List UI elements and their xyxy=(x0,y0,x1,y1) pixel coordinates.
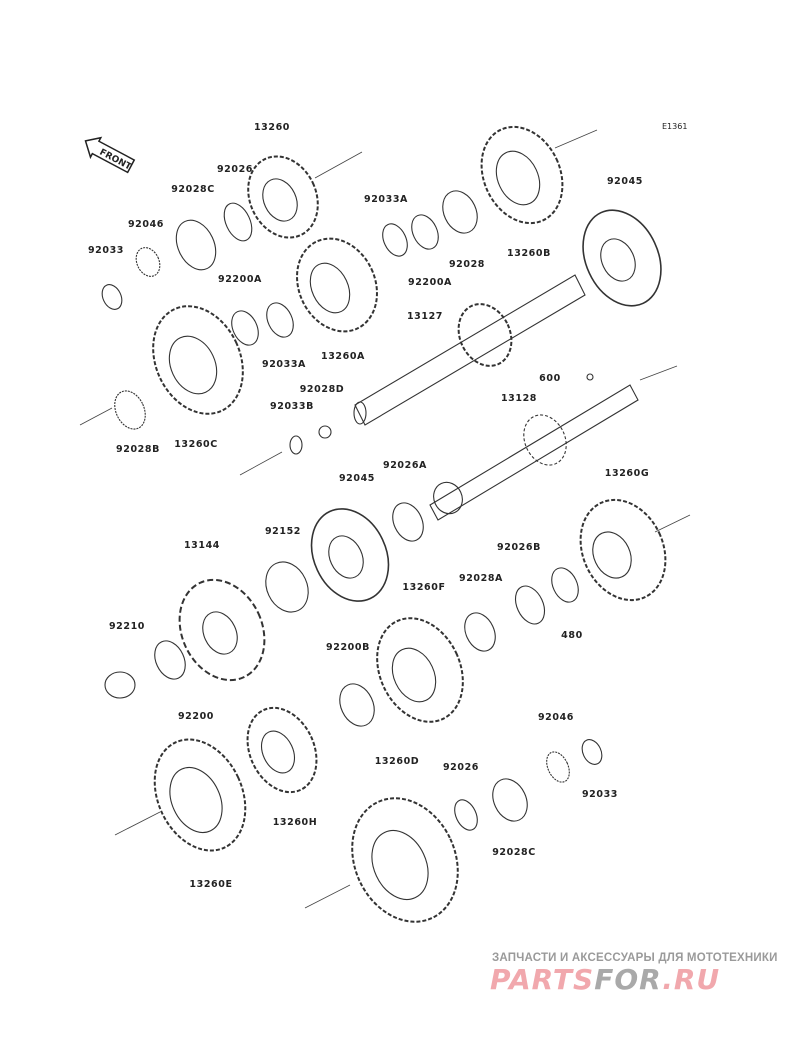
part-label: 92152 xyxy=(264,526,302,537)
part-label: 13260C xyxy=(174,439,218,450)
gear-13260d xyxy=(351,797,459,923)
part-label: 92200A xyxy=(217,274,263,285)
part-label: 92028B xyxy=(116,444,160,455)
part-label: 92028C xyxy=(492,847,536,858)
watermark-logo: PARTSFOR.RU xyxy=(490,963,720,996)
gear-13260c xyxy=(152,305,244,415)
gear-13260a xyxy=(296,237,378,333)
gear-13260g xyxy=(579,498,667,602)
part-label: 92026A xyxy=(382,460,428,471)
small-parts xyxy=(101,190,603,831)
part-label: 92033A xyxy=(363,194,409,205)
part-label: 13260F xyxy=(402,582,446,593)
part-label: 13260B xyxy=(507,248,551,259)
part-label: 13260 xyxy=(253,122,291,133)
part-label: 92028D xyxy=(299,384,345,395)
part-label: 92026B xyxy=(497,542,541,553)
part-label: 92200B xyxy=(326,642,370,653)
part-label: 92200 xyxy=(177,711,215,722)
part-label: 13260G xyxy=(604,468,650,479)
part-label: 92046 xyxy=(537,712,575,723)
bearing-92045-lower xyxy=(310,508,390,602)
part-label: 480 xyxy=(561,630,583,641)
gear-13144 xyxy=(178,578,266,682)
logo-part-parts: PARTS xyxy=(490,963,595,996)
shaft-13127 xyxy=(353,274,586,426)
front-arrow-icon: FRONT xyxy=(84,136,136,174)
gear-13260 xyxy=(247,155,319,239)
part-label: 92033A xyxy=(261,359,307,370)
part-label: 92045 xyxy=(338,473,376,484)
part-label: 92028 xyxy=(448,259,486,270)
logo-part-ru: .RU xyxy=(662,963,721,996)
gear-13260f xyxy=(376,617,464,723)
diagram-id: E1361 xyxy=(662,122,688,131)
shaft-13128 xyxy=(429,384,639,521)
part-label: 92200A xyxy=(407,277,453,288)
part-label: 92028C xyxy=(171,184,215,195)
part-label: 13128 xyxy=(500,393,538,404)
part-label: 13260H xyxy=(272,817,318,828)
part-label: 92033B xyxy=(270,401,314,412)
bearing-92045-upper xyxy=(582,209,662,307)
part-label: 13260A xyxy=(320,351,366,362)
gear-13260b xyxy=(480,125,564,225)
part-label: 92046 xyxy=(127,219,165,230)
part-label: 92033 xyxy=(87,245,125,256)
gear-13260e xyxy=(153,738,247,852)
part-label: 92026 xyxy=(216,164,254,175)
part-label: 13127 xyxy=(406,311,444,322)
part-label: 13144 xyxy=(183,540,221,551)
part-label: 92026 xyxy=(442,762,480,773)
watermark-subtitle: ЗАПЧАСТИ И АКСЕССУАРЫ ДЛЯ МОТОТЕХНИКИ xyxy=(492,952,778,964)
part-label: 92045 xyxy=(606,176,644,187)
part-label: 13260E xyxy=(189,879,233,890)
part-label: 92028A xyxy=(458,573,504,584)
part-label: 600 xyxy=(539,373,561,384)
logo-part-for: FOR xyxy=(594,963,663,996)
part-label: 92033 xyxy=(581,789,619,800)
part-label: 92210 xyxy=(108,621,146,632)
part-label: 13260D xyxy=(374,756,420,767)
gear-13260h xyxy=(246,706,318,794)
axis-lines xyxy=(79,129,691,909)
